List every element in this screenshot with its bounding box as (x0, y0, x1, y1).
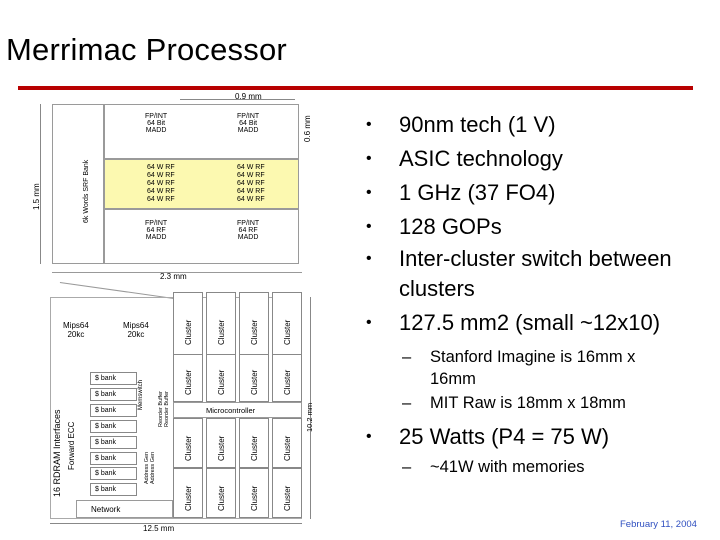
lower-left-alu: FP/INT 64 RF MADD (145, 220, 168, 241)
cache-bank: $ bank (90, 467, 137, 480)
rf-row: 64 W RF (237, 164, 265, 171)
bullet-glyph: • (366, 150, 372, 167)
bullet-glyph: • (366, 218, 372, 235)
address-gen-label: Address Gen Address Gen (144, 451, 156, 484)
upper-right-alu: FP/INT 64 Bit MADD (237, 113, 260, 134)
bullet-glyph: • (366, 116, 372, 133)
mips-left: Mips64 20kc (63, 321, 89, 339)
srf-bank-label: 6k Words SRF Bank (83, 159, 90, 223)
cluster-block: Cluster (173, 468, 203, 518)
upper-left-alu: FP/INT 64 Bit MADD (145, 113, 168, 134)
cluster-block: Cluster (272, 418, 302, 468)
dim-top: 0.9 mm (235, 92, 262, 101)
lower-alu-block: FP/INT 64 RF MADD FP/INT 64 RF MADD (104, 209, 299, 264)
reorder-buffer-label: Reorder Buffer Reorder Buffer (158, 391, 170, 427)
cluster-block: Cluster (173, 418, 203, 468)
sub-bullet: –Stanford Imagine is 16mm x 16mm (402, 348, 636, 388)
srf-bank: 6k Words SRF Bank (52, 104, 104, 264)
floorplan-figure: 0.9 mm 0.6 mm 1.5 mm 6k Words SRF Bank F… (30, 92, 330, 537)
bullet-glyph: • (366, 314, 372, 331)
bullet-item: •90nm tech (1 V) (366, 108, 716, 142)
sub-bullet: –~41W with memories (402, 458, 585, 476)
bullet-glyph: • (366, 184, 372, 201)
rf-row: 64 W RF (147, 188, 175, 195)
bullet-list: •90nm tech (1 V) •ASIC technology •1 GHz… (366, 108, 716, 478)
sub-bullet-glyph: – (402, 394, 412, 412)
memswitch-label: Memswitch (138, 379, 144, 410)
cluster-block: Cluster (206, 418, 236, 468)
register-file-block: 64 W RF 64 W RF 64 W RF 64 W RF 64 W RF … (104, 159, 299, 209)
title-rule (18, 86, 693, 90)
rf-row: 64 W RF (147, 172, 175, 179)
cluster-block: Cluster (206, 354, 236, 402)
cluster-block: Cluster (239, 292, 269, 360)
cluster-block: Cluster (272, 354, 302, 402)
rf-row: 64 W RF (147, 180, 175, 187)
slide-title: Merrimac Processor (6, 32, 287, 67)
lower-right-alu: FP/INT 64 RF MADD (237, 220, 260, 241)
cache-bank: $ bank (90, 436, 137, 449)
rf-row: 64 W RF (237, 188, 265, 195)
bullet-item: •1 GHz (37 FO4) (366, 176, 716, 210)
cluster-block: Cluster (173, 354, 203, 402)
bullet-glyph: • (366, 250, 372, 267)
cluster-block: Cluster (239, 418, 269, 468)
cache-bank: $ bank (90, 388, 137, 401)
cluster-block: Cluster (206, 468, 236, 518)
bullet-item: •25 Watts (P4 = 75 W) (366, 420, 716, 454)
rf-row: 64 W RF (237, 196, 265, 203)
cluster-block: Cluster (173, 292, 203, 360)
bullet-item: •127.5 mm2 (small ~12x10) (366, 306, 716, 340)
sub-bullet-glyph: – (402, 458, 412, 476)
sub-bullet: –MIT Raw is 18mm x 18mm (402, 394, 626, 412)
rdram-interfaces-label: 16 RDRAM Interfaces (52, 409, 62, 497)
cluster-block: Cluster (239, 468, 269, 518)
slide-date: February 11, 2004 (620, 519, 697, 530)
rf-row: 64 W RF (237, 172, 265, 179)
cluster-block: Cluster (272, 292, 302, 360)
cache-bank: $ bank (90, 483, 137, 496)
bullet-item: •128 GOPs (366, 210, 716, 244)
cache-bank: $ bank (90, 372, 137, 385)
cluster-block: Cluster (206, 292, 236, 360)
cluster-block: Cluster (272, 468, 302, 518)
dim-right: 10.2 mm (305, 402, 314, 432)
mips-right: Mips64 20kc (123, 321, 149, 339)
bullet-item: •ASIC technology (366, 142, 716, 176)
dim-bottom: 12.5 mm (143, 524, 175, 533)
dim-mid: 2.3 mm (160, 272, 187, 281)
microcontroller-block: Microcontroller (173, 402, 302, 418)
bullet-glyph: • (366, 428, 372, 445)
forward-ecc-label: Forward ECC (67, 421, 76, 470)
rf-row: 64 W RF (147, 164, 175, 171)
upper-alu-block: FP/INT 64 Bit MADD FP/INT 64 Bit MADD (104, 104, 299, 159)
dim-right-top: 0.6 mm (303, 115, 312, 142)
sub-bullet-glyph: – (402, 348, 412, 366)
cluster-block: Cluster (239, 354, 269, 402)
rf-row: 64 W RF (147, 196, 175, 203)
rf-row: 64 W RF (237, 180, 265, 187)
network-block: Network (76, 500, 173, 518)
bullet-item: •Inter-cluster switch between clusters (366, 244, 716, 304)
cache-bank: $ bank (90, 420, 137, 433)
cache-bank: $ bank (90, 404, 137, 417)
cache-bank: $ bank (90, 452, 137, 465)
